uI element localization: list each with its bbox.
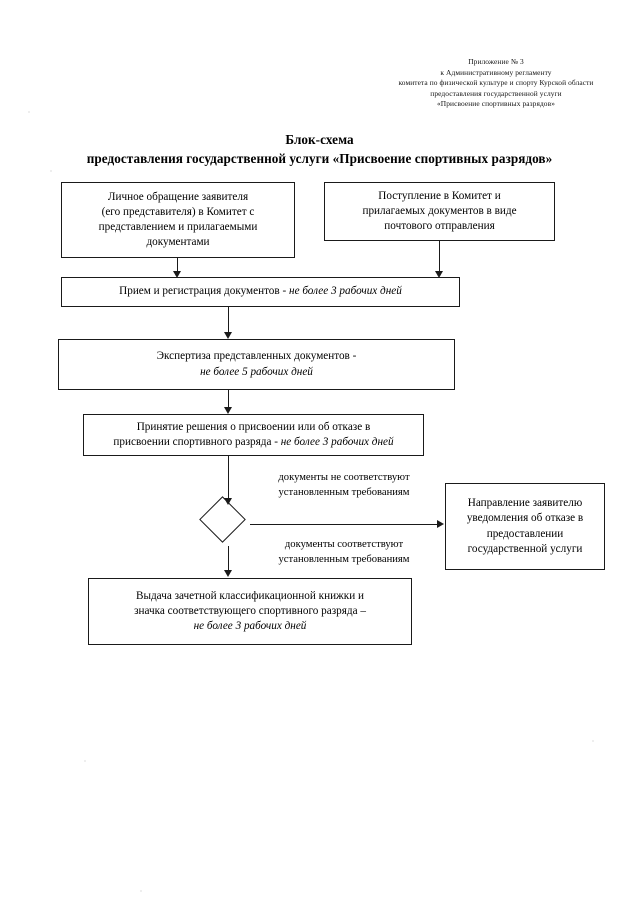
title-line-1: Блок-схема xyxy=(285,132,354,147)
edge-label-no-line-2: установленным требованиям xyxy=(278,486,410,498)
edge-label-yes-line-2: установленным требованиям xyxy=(278,553,410,565)
arrowhead-down-icon xyxy=(223,498,232,505)
edge-label-documents-not-compliant: документы не соответствуют установленным… xyxy=(248,471,440,500)
scan-speckle xyxy=(140,890,142,892)
page-title: Блок-схема предоставления государственно… xyxy=(20,130,619,168)
node-mail-line-3: почтового отправления xyxy=(384,220,495,233)
connector-gate-to-issuance xyxy=(228,546,230,571)
connector-personal-to-registration xyxy=(177,258,179,272)
arrowhead-down-icon xyxy=(223,570,232,577)
node-expertise-line-1: Экспертиза представленных документов - xyxy=(156,350,357,363)
connector-decision-to-gate xyxy=(228,456,230,499)
flow-node-issuance: Выдача зачетной классификационной книжки… xyxy=(88,578,412,645)
arrowhead-down-icon xyxy=(172,271,181,278)
node-refusal-line-4: государственной услуги xyxy=(467,542,583,555)
node-register-text: Прием и регистрация документов - xyxy=(119,285,290,298)
edge-label-documents-compliant: документы соответствуют установленным тр… xyxy=(252,538,436,567)
node-register-deadline: не более 3 рабочих дней xyxy=(289,285,402,298)
node-refusal-line-3: предоставлении xyxy=(486,527,564,540)
arrowhead-right-icon xyxy=(437,519,444,528)
flow-node-gate-diamond xyxy=(199,496,246,543)
node-personal-line-2: (его представителя) в Комитет с xyxy=(101,205,255,218)
node-decision-text: присвоении спортивного разряда - xyxy=(113,436,281,448)
arrowhead-down-icon xyxy=(223,332,232,339)
document-header: Приложение № 3 к Административному регла… xyxy=(360,57,632,110)
node-personal-line-4: документами xyxy=(146,236,210,249)
scan-speckle xyxy=(50,170,52,172)
connector-registration-to-expertise xyxy=(228,307,230,333)
connector-postal-to-registration xyxy=(439,241,441,271)
scan-speckle xyxy=(84,760,86,762)
node-personal-line-1: Личное обращение заявителя xyxy=(107,190,249,203)
node-refusal-line-2: уведомления об отказе в xyxy=(466,512,584,525)
node-personal-line-3: представлением и прилагаемыми xyxy=(98,221,258,233)
flow-node-postal-receipt: Поступление в Комитет и прилагаемых доку… xyxy=(324,182,555,241)
node-decision-line-1: Принятие решения о присвоении или об отк… xyxy=(136,420,371,433)
node-register-line: Прием и регистрация документов - не боле… xyxy=(119,284,402,299)
scan-speckle xyxy=(592,740,594,742)
arrowhead-down-icon xyxy=(434,271,443,278)
flow-node-registration: Прием и регистрация документов - не боле… xyxy=(61,277,460,307)
flow-node-refusal-notice: Направление заявителю уведомления об отк… xyxy=(445,483,605,570)
flow-node-expertise: Экспертиза представленных документов - н… xyxy=(58,339,455,390)
node-mail-line-1: Поступление в Комитет и xyxy=(378,189,501,202)
edge-label-yes-line-1: документы соответствуют xyxy=(284,539,404,550)
header-line-5: «Присвоение спортивных разрядов» xyxy=(436,99,555,109)
flow-node-personal-application: Личное обращение заявителя (его представ… xyxy=(61,182,295,258)
node-mail-line-2: прилагаемых документов в виде xyxy=(362,204,517,217)
header-line-2: к Административному регламенту xyxy=(440,67,552,77)
title-line-2: предоставления государственной услуги «П… xyxy=(86,151,553,166)
scan-speckle xyxy=(28,111,30,113)
header-line-4: предоставления государственной услуги xyxy=(430,88,562,98)
node-decision-line-2: присвоении спортивного разряда - не боле… xyxy=(113,435,393,450)
node-issue-line-1: Выдача зачетной классификационной книжки… xyxy=(136,589,364,602)
node-expertise-deadline: не более 5 рабочих дней xyxy=(200,365,313,378)
node-refusal-line-1: Направление заявителю xyxy=(467,497,583,510)
header-line-1: Приложение № 3 xyxy=(468,57,524,66)
connector-gate-to-refusal xyxy=(250,524,437,526)
node-decision-deadline: не более 3 рабочих дней xyxy=(280,436,394,448)
node-issue-line-2: значка соответствующего спортивного разр… xyxy=(134,604,366,617)
edge-label-no-line-1: документы не соответствуют xyxy=(278,472,410,483)
header-line-3: комитета по физической культуре и спорту… xyxy=(398,78,594,88)
connector-expertise-to-decision xyxy=(228,390,230,408)
arrowhead-down-icon xyxy=(223,407,232,414)
node-issue-deadline: не более 3 рабочих дней xyxy=(193,620,307,633)
flow-node-decision-making: Принятие решения о присвоении или об отк… xyxy=(83,414,424,456)
